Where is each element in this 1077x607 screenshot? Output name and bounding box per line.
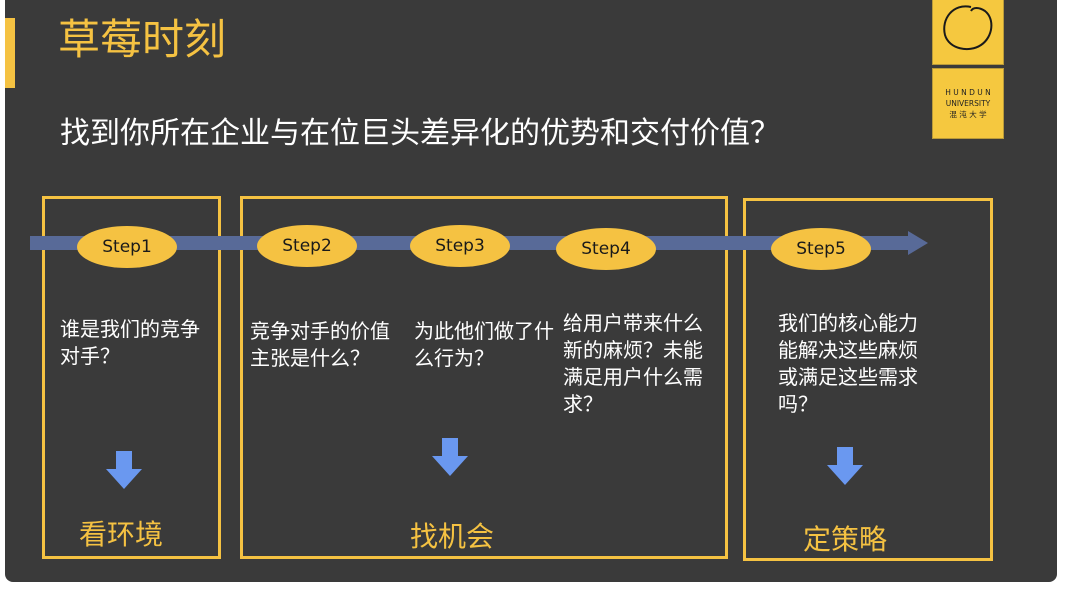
step1-badge: Step1 — [77, 226, 177, 268]
down-arrow-icon — [827, 447, 863, 485]
slide-title: 草莓时刻 — [58, 15, 227, 64]
phase-box-environment — [42, 196, 221, 559]
phase-box-opportunity — [240, 196, 728, 559]
logo-line3: 混 沌 大 学 — [949, 110, 987, 119]
step1-question: 谁是我们的竞争对手？ — [60, 317, 200, 368]
circle-logo-icon — [943, 5, 993, 51]
slide: 草莓时刻 找到你所在企业与在位巨头差异化的优势和交付价值？ H U N D U … — [5, 0, 1057, 582]
down-arrow-icon — [432, 438, 468, 476]
down-arrow-icon — [106, 451, 142, 489]
phase-box-strategy — [743, 198, 993, 561]
phase-label-opportunity: 找机会 — [409, 520, 495, 553]
logo-line1: H U N D U N — [945, 88, 991, 97]
phase-label-strategy: 定策略 — [802, 523, 888, 556]
timeline-arrow-icon — [908, 231, 928, 255]
step2-badge: Step2 — [257, 225, 357, 267]
logo-line2: UNIVERSITY — [945, 99, 991, 108]
step3-badge: Step3 — [410, 225, 510, 267]
step4-badge: Step4 — [556, 228, 656, 270]
step5-question: 我们的核心能力能解决这些麻烦或满足这些需求吗？ — [778, 311, 918, 416]
step4-question: 给用户带来什么新的麻烦？未能满足用户什么需求？ — [563, 311, 703, 416]
phase-label-environment: 看环境 — [78, 518, 164, 551]
step2-question: 竞争对手的价值主张是什么？ — [250, 319, 390, 370]
logo-mark — [932, 0, 1004, 65]
slide-subtitle: 找到你所在企业与在位巨头差异化的优势和交付价值？ — [60, 116, 780, 151]
logo-text: H U N D U N UNIVERSITY 混 沌 大 学 — [932, 68, 1004, 139]
step3-question: 为此他们做了什么行为？ — [414, 319, 554, 370]
step5-badge: Step5 — [771, 228, 871, 270]
accent-bar — [5, 18, 15, 88]
